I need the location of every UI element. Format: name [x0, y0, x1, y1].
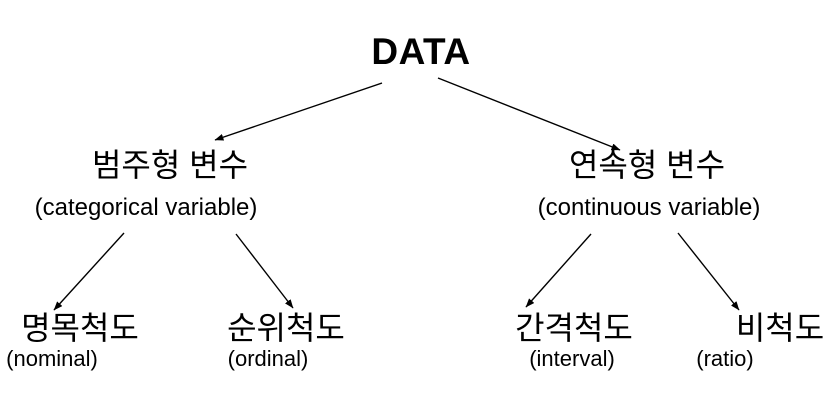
node-ordinal-ko: 순위척도	[227, 310, 345, 346]
node-interval-ko: 간격척도	[515, 310, 633, 346]
arrow-continuous-to-ratio	[677, 232, 740, 311]
node-continuous-en: (continuous variable)	[537, 194, 761, 221]
arrow-continuous-to-interval	[525, 233, 592, 308]
arrow-categorical-to-nominal	[53, 232, 125, 311]
node-ratio-en: (ratio)	[696, 346, 754, 371]
node-data-title: DATA	[371, 31, 471, 72]
node-ordinal-en: (ordinal)	[227, 346, 309, 371]
node-categorical-en: (categorical variable)	[34, 194, 258, 221]
node-continuous-ko: 연속형 변수	[568, 147, 726, 183]
arrow-categorical-to-ordinal	[235, 233, 294, 309]
arrow-data-to-continuous	[437, 77, 621, 151]
node-ratio-ko: 비척도	[735, 310, 825, 346]
arrow-data-to-categorical	[214, 82, 383, 141]
node-interval-en: (interval)	[529, 346, 615, 371]
node-categorical-ko: 범주형 변수	[91, 147, 249, 183]
node-nominal-en: (nominal)	[6, 346, 98, 371]
node-nominal-ko: 명목척도	[21, 310, 139, 346]
